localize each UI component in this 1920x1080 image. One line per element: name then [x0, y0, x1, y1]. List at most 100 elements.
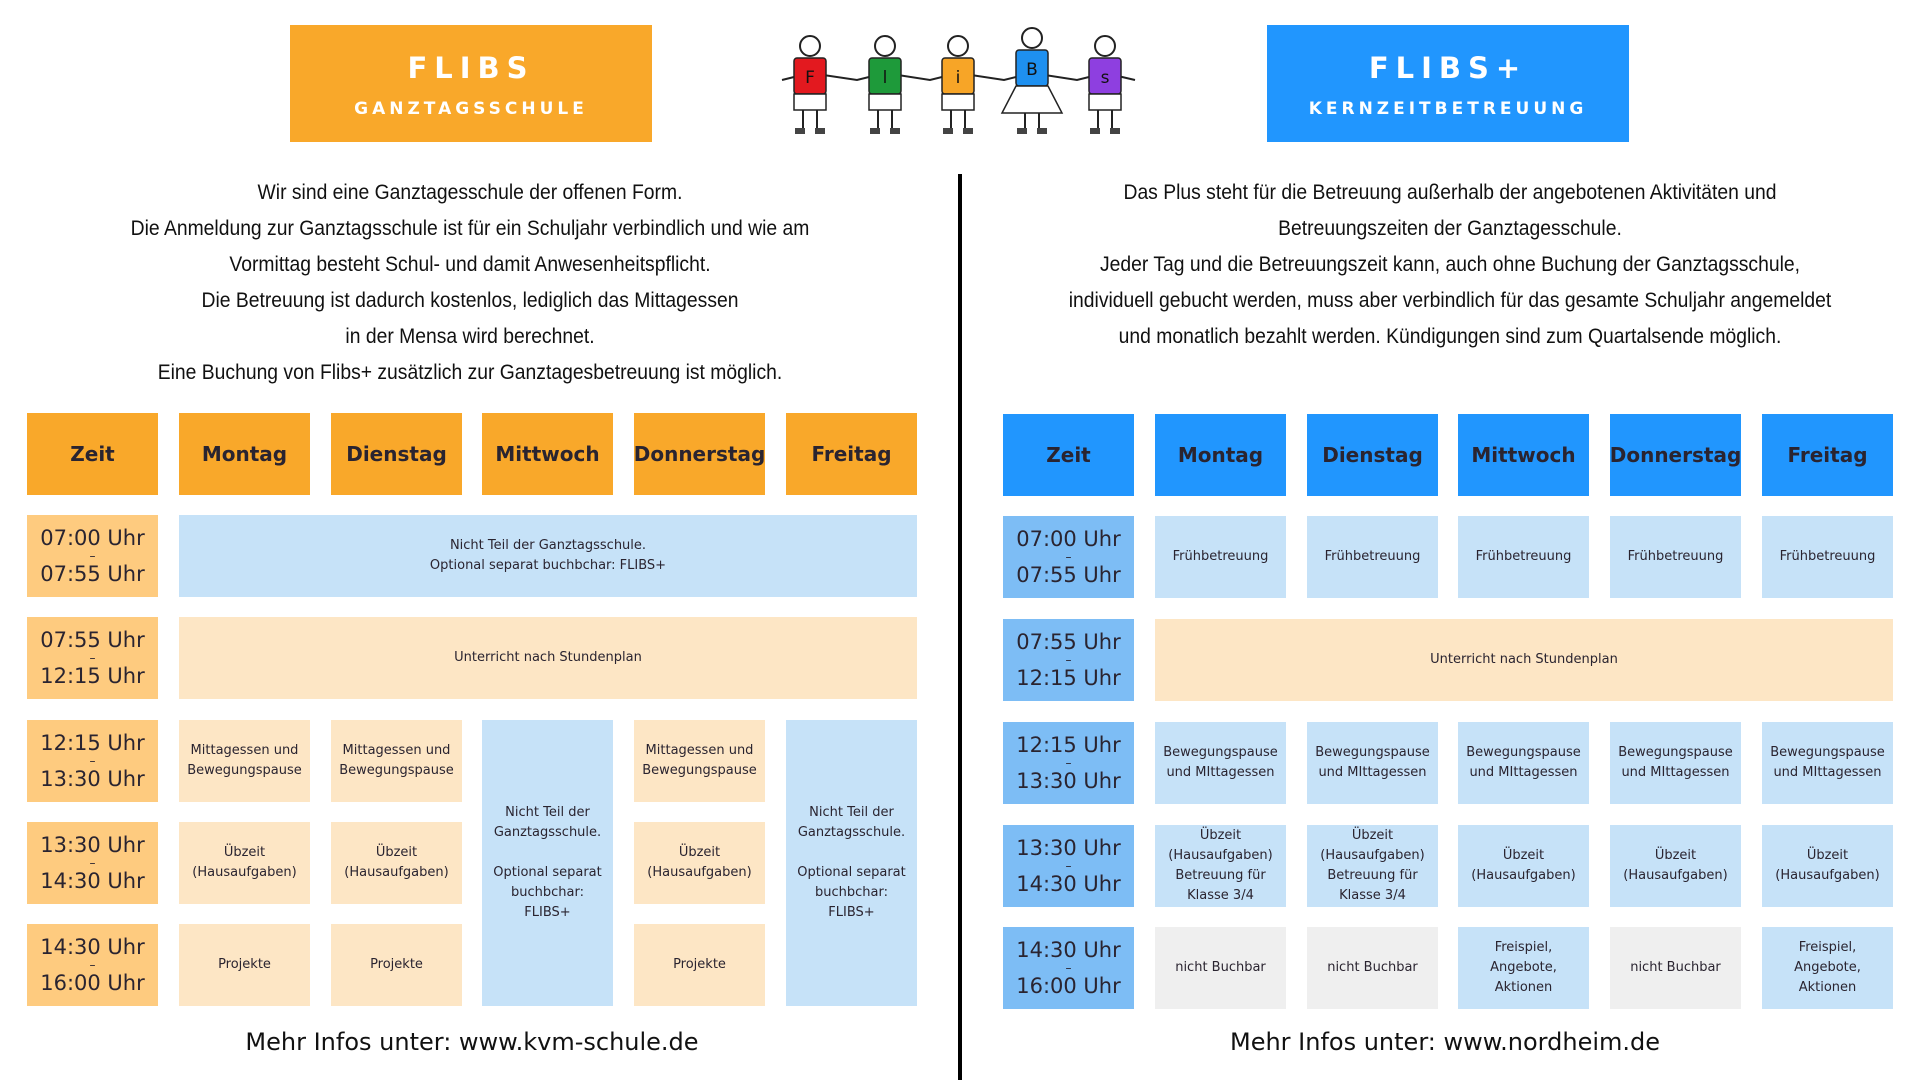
- lesson-row: Unterricht nach Stundenplan: [179, 617, 917, 699]
- intro-line: individuell gebucht werden, muss aber ve…: [1068, 289, 1832, 312]
- cell-line: Aktionen: [1798, 980, 1857, 995]
- kid-head: [1021, 27, 1043, 49]
- cell-line: Freispiel,: [1798, 940, 1857, 955]
- cell-line: Übzeit: [375, 845, 418, 860]
- kid-letter: l: [883, 68, 888, 88]
- early-care-cell: Frühbetreuung: [1458, 516, 1589, 598]
- kid-shoe: [943, 128, 953, 134]
- kid-shoe: [963, 128, 973, 134]
- kid-shoe: [890, 128, 900, 134]
- flibs-title: FLIBS: [407, 51, 535, 85]
- time-to: 07:55 Uhr: [1016, 563, 1121, 587]
- cell-line: Bewegungspause: [339, 763, 454, 778]
- cell-line: und MIttagessen: [1621, 765, 1730, 780]
- early-care-cell: Frühbetreuung: [1762, 516, 1893, 598]
- time-dash: –: [89, 856, 96, 870]
- intro-line: Betreuungszeiten der Ganztagesschule.: [1278, 217, 1622, 240]
- cell-line: [849, 843, 853, 863]
- cell-line: buchbchar: FLIBS+: [511, 885, 584, 920]
- cell-line: Bewegungspause: [642, 763, 757, 778]
- header-dienstag: Dienstag: [1307, 414, 1438, 496]
- cell-line: Optional separat: [797, 865, 906, 880]
- header-mittwoch: Mittwoch: [1458, 414, 1589, 496]
- cell-line: Freispiel,: [1494, 940, 1553, 955]
- kid-shoe: [1017, 128, 1027, 134]
- kid-letter: F: [805, 68, 815, 88]
- time-dash: –: [1065, 550, 1072, 564]
- kid-shoe: [870, 128, 880, 134]
- cell-line: Bewegungspause: [1466, 745, 1581, 760]
- time-dash: –: [1065, 653, 1072, 667]
- time-dash: –: [89, 958, 96, 972]
- time-to: 13:30 Uhr: [1016, 769, 1121, 793]
- cell-line: Nicht Teil der Ganztagsschule.: [449, 538, 647, 553]
- intro-line: Die Betreuung ist dadurch kostenlos, led…: [201, 289, 739, 312]
- flibs-footer-link[interactable]: Mehr Infos unter: www.kvm-schule.de: [245, 1028, 699, 1056]
- early-care-cell: Frühbetreuung: [1610, 516, 1741, 598]
- time-slot: 13:30 Uhr–14:30 Uhr: [1003, 825, 1134, 907]
- flibs-title-box: FLIBS GANZTAGSSCHULE: [290, 25, 652, 142]
- time-from: 14:30 Uhr: [1016, 938, 1121, 962]
- cell-line: Übzeit: [1502, 848, 1545, 863]
- cell-line: (Hausaufgaben): [1623, 868, 1728, 883]
- flibs-plus-title-box: FLIBS+ KERNZEITBETREUUNG: [1267, 25, 1629, 142]
- flibs-plus-intro: Das Plus steht für die Betreuung außerha…: [990, 175, 1910, 355]
- time-to: 13:30 Uhr: [40, 767, 145, 791]
- kid-pants: [941, 93, 975, 111]
- time-dash: –: [89, 754, 96, 768]
- early-care-cell: Frühbetreuung: [1155, 516, 1286, 598]
- cell-line: Angebote,: [1490, 960, 1557, 975]
- kid-head: [947, 35, 969, 57]
- cell-line: Mittagessen und: [645, 743, 754, 758]
- cell-line: (Hausaufgaben): [1168, 848, 1273, 863]
- cell-line: und MIttagessen: [1773, 765, 1882, 780]
- cell-line: Optional separat: [493, 865, 602, 880]
- homework-cell: Übzeit (Hausaufgaben): [179, 822, 310, 904]
- header-mittwoch: Mittwoch: [482, 413, 613, 495]
- kid-head: [874, 35, 896, 57]
- time-from: 07:55 Uhr: [40, 628, 145, 652]
- cell-line: Nicht Teil der: [505, 805, 590, 820]
- intro-line: Jeder Tag und die Betreuungszeit kann, a…: [1100, 253, 1800, 276]
- header-freitag: Freitag: [1762, 414, 1893, 496]
- header-donnerstag: Donnerstag: [634, 413, 765, 495]
- cell-line: und MIttagessen: [1318, 765, 1427, 780]
- time-dash: –: [89, 549, 96, 563]
- flibs-intro: Wir sind eine Ganztagesschule der offene…: [40, 175, 900, 391]
- time-to: 16:00 Uhr: [1016, 974, 1121, 998]
- cell-line: Übzeit: [1199, 828, 1242, 843]
- cell-line: Bewegungspause: [1163, 745, 1278, 760]
- kid-dress: [1000, 85, 1064, 114]
- cell-line: Angebote,: [1794, 960, 1861, 975]
- time-slot: 14:30 Uhr–16:00 Uhr: [1003, 927, 1134, 1009]
- intro-line: Vormittag besteht Schul- und damit Anwes…: [229, 253, 711, 276]
- cell-line: Betreuung für: [1175, 868, 1266, 883]
- free-play-cell: Freispiel,Angebote,Aktionen: [1458, 927, 1589, 1009]
- cell-line: Übzeit: [1806, 848, 1849, 863]
- intro-line: und monatlich bezahlt werden. Kündigunge…: [1118, 325, 1782, 348]
- not-part-row: Nicht Teil der Ganztagsschule.Optional s…: [179, 515, 917, 597]
- kid-shoe: [1090, 128, 1100, 134]
- cell-line: (Hausaufgaben): [1775, 868, 1880, 883]
- intro-line: Eine Buchung von Flibs+ zusätzlich zur G…: [157, 361, 783, 384]
- cell-line: [545, 843, 549, 863]
- kid-shoe: [795, 128, 805, 134]
- flibs-plus-footer-link[interactable]: Mehr Infos unter: www.nordheim.de: [1229, 1028, 1661, 1056]
- cell-line: und MIttagessen: [1166, 765, 1275, 780]
- time-slot: 07:00 Uhr–07:55 Uhr: [27, 515, 158, 597]
- time-dash: –: [1065, 756, 1072, 770]
- free-play-cell: Freispiel, Angebote, Aktionen: [1762, 927, 1893, 1009]
- lunch-cell: Bewegungspause und MIttagessen: [1155, 722, 1286, 804]
- cell-line: Ganztagsschule.: [797, 825, 906, 840]
- homework-cell: Übzeit(Hausaufgaben): [1458, 825, 1589, 907]
- cell-line: (Hausaufgaben): [344, 865, 449, 880]
- cell-line: Übzeit: [223, 845, 266, 860]
- cell-line: Ganztagsschule.: [493, 825, 602, 840]
- cell-line: (Hausaufgaben): [192, 865, 297, 880]
